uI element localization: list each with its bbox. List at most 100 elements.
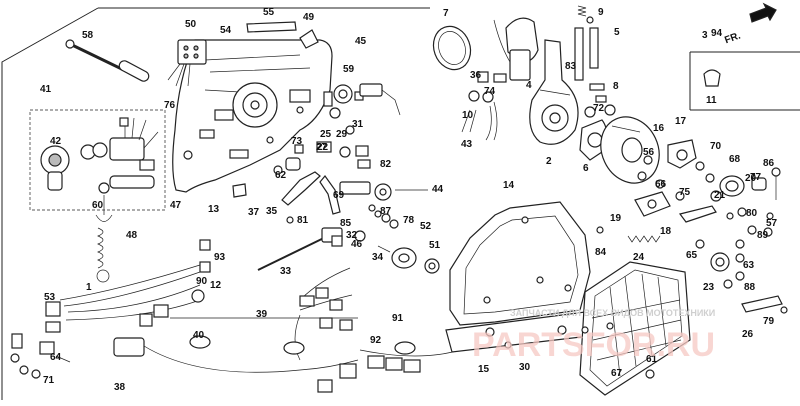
callout: 39	[256, 309, 268, 320]
callout: 63	[743, 260, 755, 271]
callout: 19	[610, 213, 622, 224]
callout: 16	[653, 123, 665, 134]
callout: 23	[703, 282, 715, 293]
lever-parts	[294, 83, 401, 169]
callout: 80	[746, 208, 758, 219]
switch-43	[461, 71, 507, 141]
callout: 38	[114, 382, 126, 393]
callout: 9	[598, 7, 604, 18]
switch-block-50	[167, 39, 207, 87]
callout: 60	[92, 200, 104, 211]
callout: 17	[675, 116, 687, 127]
callout: 91	[392, 313, 404, 324]
callout: 6	[583, 163, 589, 174]
callout: 82	[380, 159, 392, 170]
disc-16	[600, 116, 660, 184]
pivot-23	[695, 207, 773, 289]
callout: 30	[519, 362, 531, 373]
callout: 88	[744, 282, 756, 293]
bracket-69	[319, 175, 341, 215]
washer-set	[695, 161, 722, 202]
callout: 35	[266, 206, 278, 217]
lanyard-group	[95, 175, 155, 283]
callout: 48	[126, 230, 138, 241]
bolt-67	[581, 326, 589, 334]
callout: 69	[333, 190, 345, 201]
screw-84	[584, 106, 596, 118]
callout: 36	[470, 70, 482, 81]
cap-12	[703, 69, 721, 87]
callout: 93	[214, 252, 226, 263]
connector-38	[113, 337, 145, 357]
callout: 12	[210, 280, 222, 291]
pin-10	[589, 83, 605, 91]
callout: 84	[595, 247, 607, 258]
control-housing	[172, 39, 333, 193]
ignition-switch-group	[29, 109, 166, 211]
callout: 44	[432, 184, 444, 195]
rod-33	[257, 234, 331, 271]
callout: 31	[352, 119, 364, 130]
callout: 86	[763, 158, 775, 169]
callout: 27	[316, 142, 328, 153]
callout: 58	[82, 30, 94, 41]
callout: 56	[643, 147, 655, 158]
knob-51	[377, 245, 440, 274]
callout: 24	[633, 252, 645, 263]
arm-19	[634, 191, 734, 223]
callout: 94	[711, 28, 723, 39]
callout: 64	[50, 352, 62, 363]
cap-group	[719, 167, 781, 200]
callout: 18	[660, 226, 672, 237]
bar-5	[574, 16, 599, 81]
callout: 53	[44, 292, 56, 303]
callout: 33	[280, 266, 292, 277]
callout: 85	[340, 218, 352, 229]
callout: 14	[503, 180, 515, 191]
frame-lines	[1, 7, 800, 400]
callout: 87	[380, 206, 392, 217]
cover-plate-14	[445, 201, 604, 353]
callout: 49	[303, 12, 315, 23]
callout: 77	[750, 172, 762, 183]
fastener-group	[637, 155, 685, 201]
callout: 25	[320, 129, 332, 140]
callout: 70	[710, 141, 722, 152]
callout: 40	[193, 330, 205, 341]
callout: 74	[484, 86, 496, 97]
bolt-62	[273, 165, 283, 175]
grille-30	[579, 261, 691, 396]
callout: 4	[526, 80, 532, 91]
callout: 83	[565, 61, 577, 72]
screw-81	[286, 216, 294, 224]
callout: 67	[611, 368, 623, 379]
clip-set	[10, 333, 71, 379]
callout: 55	[263, 7, 275, 18]
spring-24	[627, 235, 661, 243]
rod-58	[65, 39, 129, 74]
callout: 68	[729, 154, 741, 165]
harness-39	[170, 267, 358, 361]
callout: 51	[429, 240, 441, 251]
callout: 62	[275, 170, 287, 181]
callout: 15	[478, 364, 490, 375]
callout: 20	[745, 173, 757, 184]
callout-labels: 1 3 5 9 7 13 14 15 16 17 18 19 21 23 24 …	[40, 7, 778, 393]
callout: 1	[86, 282, 92, 293]
callout: 32	[346, 230, 358, 241]
spring-9	[577, 5, 587, 17]
callout: 59	[343, 64, 355, 75]
callout: 41	[40, 84, 52, 95]
callout: 73	[291, 136, 303, 147]
callout: 29	[336, 129, 348, 140]
ring-7	[432, 25, 472, 71]
callout: 89	[757, 230, 769, 241]
callout: 72	[593, 103, 605, 114]
callout: 11	[706, 95, 717, 106]
callout: 22	[317, 142, 329, 153]
callout: 7	[443, 8, 449, 19]
callout: 37	[248, 207, 260, 218]
callout: 65	[686, 250, 698, 261]
callout: 79	[763, 316, 775, 327]
